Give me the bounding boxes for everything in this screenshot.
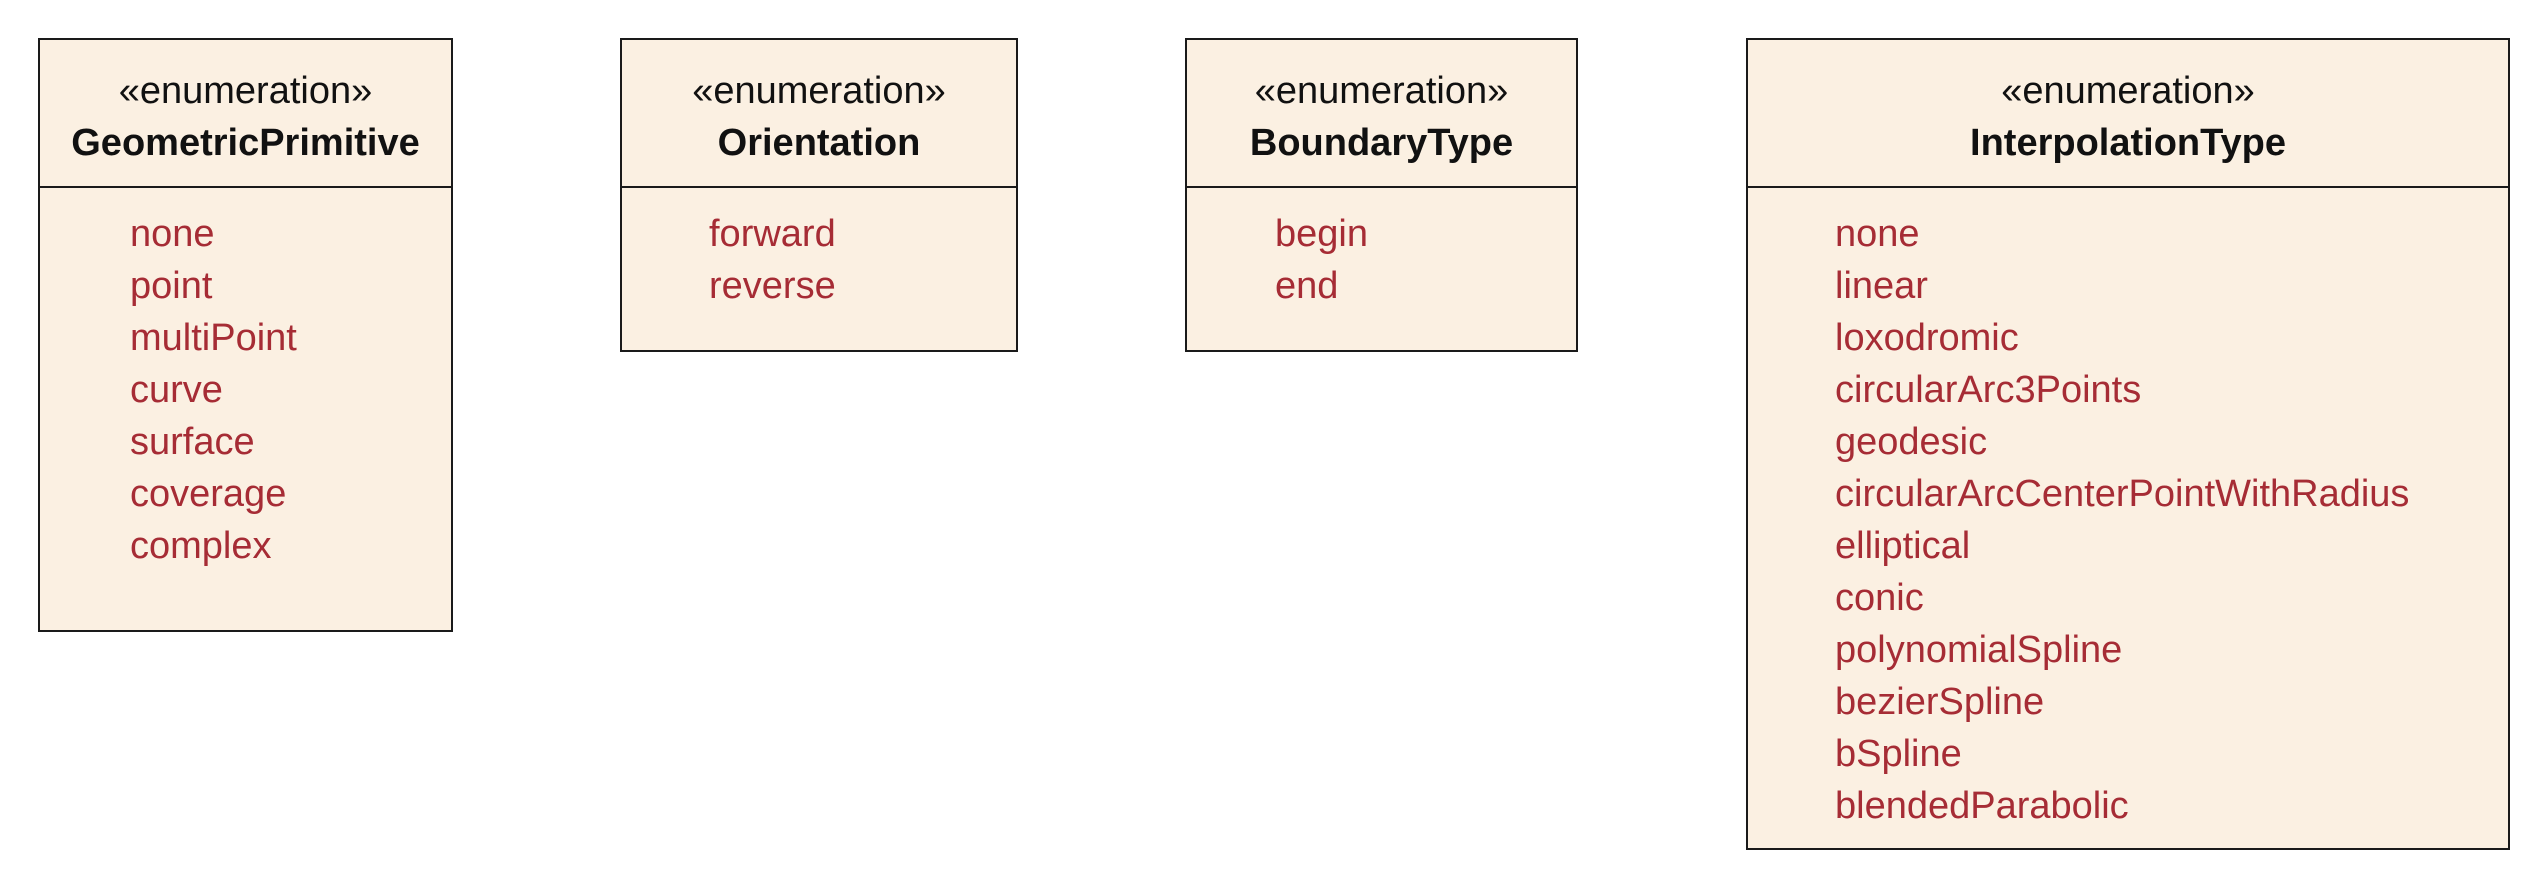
enumeration-literal: surface <box>130 421 255 463</box>
enumeration-literal: conic <box>1835 577 1924 619</box>
enumeration-literal: geodesic <box>1835 421 1988 463</box>
enumeration-name: InterpolationType <box>1970 122 2286 164</box>
enumeration-box-boundary-type: «enumeration» BoundaryType begin end <box>1185 38 1578 352</box>
enumeration-literal: multiPoint <box>130 317 297 359</box>
enumeration-name: Orientation <box>717 122 921 164</box>
enumeration-literal: point <box>130 265 213 307</box>
enumeration-literal-list: none linear loxodromic circularArc3Point… <box>1748 188 2508 832</box>
enumeration-literal: elliptical <box>1835 525 1971 567</box>
enumeration-literal: linear <box>1835 265 1928 307</box>
enumeration-literal: blendedParabolic <box>1835 785 2129 827</box>
enumeration-name: BoundaryType <box>1249 122 1514 164</box>
enumeration-literal: complex <box>130 525 272 567</box>
enumeration-literal: curve <box>130 369 223 411</box>
enumeration-literal: begin <box>1275 213 1368 255</box>
stereotype-label: «enumeration» <box>692 70 946 112</box>
enumeration-literal: forward <box>709 213 836 255</box>
enumeration-literal: loxodromic <box>1835 317 2019 359</box>
stereotype-label: «enumeration» <box>1254 70 1509 112</box>
enumeration-literal: none <box>1835 213 1920 255</box>
enumeration-box-orientation: «enumeration» Orientation forward revers… <box>620 38 1018 352</box>
enumeration-literal: circularArc3Points <box>1835 369 2142 411</box>
enumeration-header: «enumeration» GeometricPrimitive <box>40 40 451 188</box>
stereotype-label: «enumeration» <box>2001 70 2255 112</box>
enumeration-literal: polynomialSpline <box>1835 629 2123 671</box>
enumeration-header: «enumeration» BoundaryType <box>1187 40 1576 188</box>
enumeration-literal: bezierSpline <box>1835 681 2045 723</box>
enumeration-literal: circularArcCenterPointWithRadius <box>1835 473 2410 515</box>
enumeration-literal-list: forward reverse <box>622 188 1016 312</box>
enumeration-name: GeometricPrimitive <box>71 122 420 164</box>
enumeration-box-geometric-primitive: «enumeration» GeometricPrimitive none po… <box>38 38 453 632</box>
enumeration-box-interpolation-type: «enumeration» InterpolationType none lin… <box>1746 38 2510 850</box>
enumeration-literal: reverse <box>709 265 836 307</box>
enumeration-literal-list: none point multiPoint curve surface cove… <box>40 188 451 572</box>
enumeration-literal: end <box>1275 265 1339 307</box>
enumeration-literal: none <box>130 213 215 255</box>
enumeration-header: «enumeration» InterpolationType <box>1748 40 2508 188</box>
enumeration-header: «enumeration» Orientation <box>622 40 1016 188</box>
enumeration-literal: bSpline <box>1835 733 1962 775</box>
stereotype-label: «enumeration» <box>118 70 373 112</box>
enumeration-literal-list: begin end <box>1187 188 1576 312</box>
enumeration-literal: coverage <box>130 473 287 515</box>
